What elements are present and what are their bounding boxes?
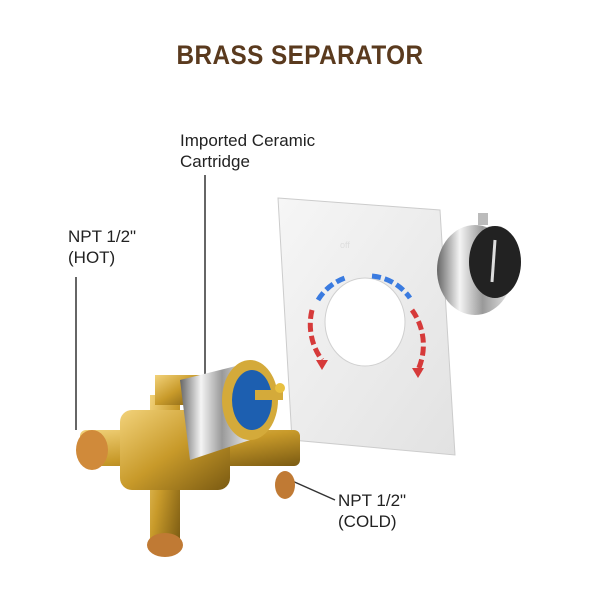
trim-plate: off — [277, 197, 456, 456]
cartridge-label: Imported Ceramic Cartridge — [180, 130, 315, 172]
page-title: BRASS SEPARATOR — [176, 40, 424, 70]
ceramic-cartridge — [180, 360, 285, 460]
handle-knob — [437, 213, 521, 315]
cold-arc-right — [371, 273, 413, 300]
cold-inlet-label: NPT 1/2" (COLD) — [338, 490, 406, 532]
hot-label-line1: NPT 1/2" — [68, 227, 137, 246]
cartridge-label-line1: Imported Ceramic — [180, 131, 316, 150]
cold-label-line2: (COLD) — [338, 512, 397, 531]
hot-arc-right — [409, 308, 426, 372]
hot-label-line2: (HOT) — [68, 248, 116, 267]
cartridge-label-line2: Cartridge — [180, 152, 250, 171]
cold-arc-left — [315, 275, 346, 302]
hot-arc-left — [307, 309, 325, 362]
hot-inlet-label: NPT 1/2" (HOT) — [68, 226, 136, 268]
leader-lines — [75, 175, 336, 501]
cold-label-line1: NPT 1/2" — [338, 491, 407, 510]
plate-off-text: off — [340, 240, 350, 250]
